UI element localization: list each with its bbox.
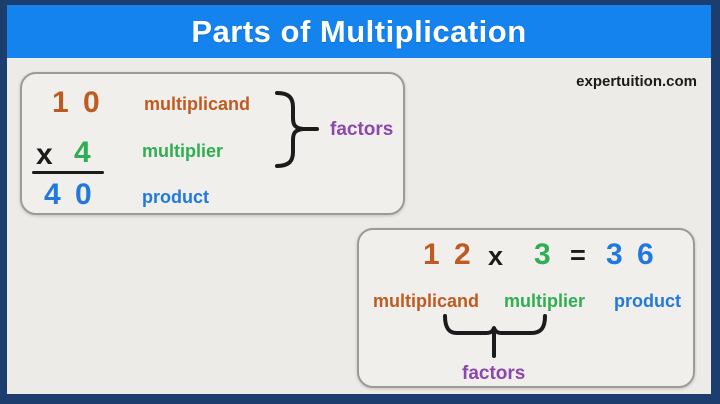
vertical-multiplier-value: 4	[74, 136, 94, 169]
horizontal-factors-label: factors	[462, 363, 526, 384]
vertical-multiply-sign: x	[36, 138, 53, 171]
horizontal-equals-sign: =	[570, 240, 586, 270]
horizontal-multiplicand-value: 1 2	[423, 238, 474, 271]
horizontal-multiplier-value: 3	[534, 238, 554, 271]
vertical-multiplier-label: multiplier	[142, 141, 224, 161]
horizontal-multiplier-label: multiplier	[504, 291, 586, 311]
vertical-multiplicand-value: 1 0	[52, 86, 103, 119]
horizontal-product-label: product	[614, 291, 681, 311]
vertical-product-label: product	[142, 187, 209, 207]
equals-rule-line	[32, 171, 104, 174]
horizontal-example-panel: 1 2 x 3 = 3 6 multiplicand multiplier pr…	[357, 228, 695, 388]
title-banner: Parts of Multiplication	[7, 5, 711, 58]
page-title: Parts of Multiplication	[191, 13, 527, 49]
factors-curly-brace-icon	[274, 90, 320, 170]
horizontal-multiplicand-label: multiplicand	[373, 291, 480, 311]
vertical-example-panel: 1 0 multiplicand x 4 multiplier 4 0 prod…	[20, 72, 405, 215]
horizontal-product-value: 3 6	[606, 238, 657, 271]
page-body: Parts of Multiplication expertuition.com…	[7, 5, 711, 394]
vertical-factors-label: factors	[330, 119, 394, 140]
watermark-text: expertuition.com	[576, 73, 697, 90]
factors-underbrace-icon	[442, 314, 548, 360]
vertical-product-value: 4 0	[44, 178, 95, 211]
horizontal-multiply-sign: x	[488, 241, 504, 271]
vertical-multiplicand-label: multiplicand	[144, 94, 251, 114]
